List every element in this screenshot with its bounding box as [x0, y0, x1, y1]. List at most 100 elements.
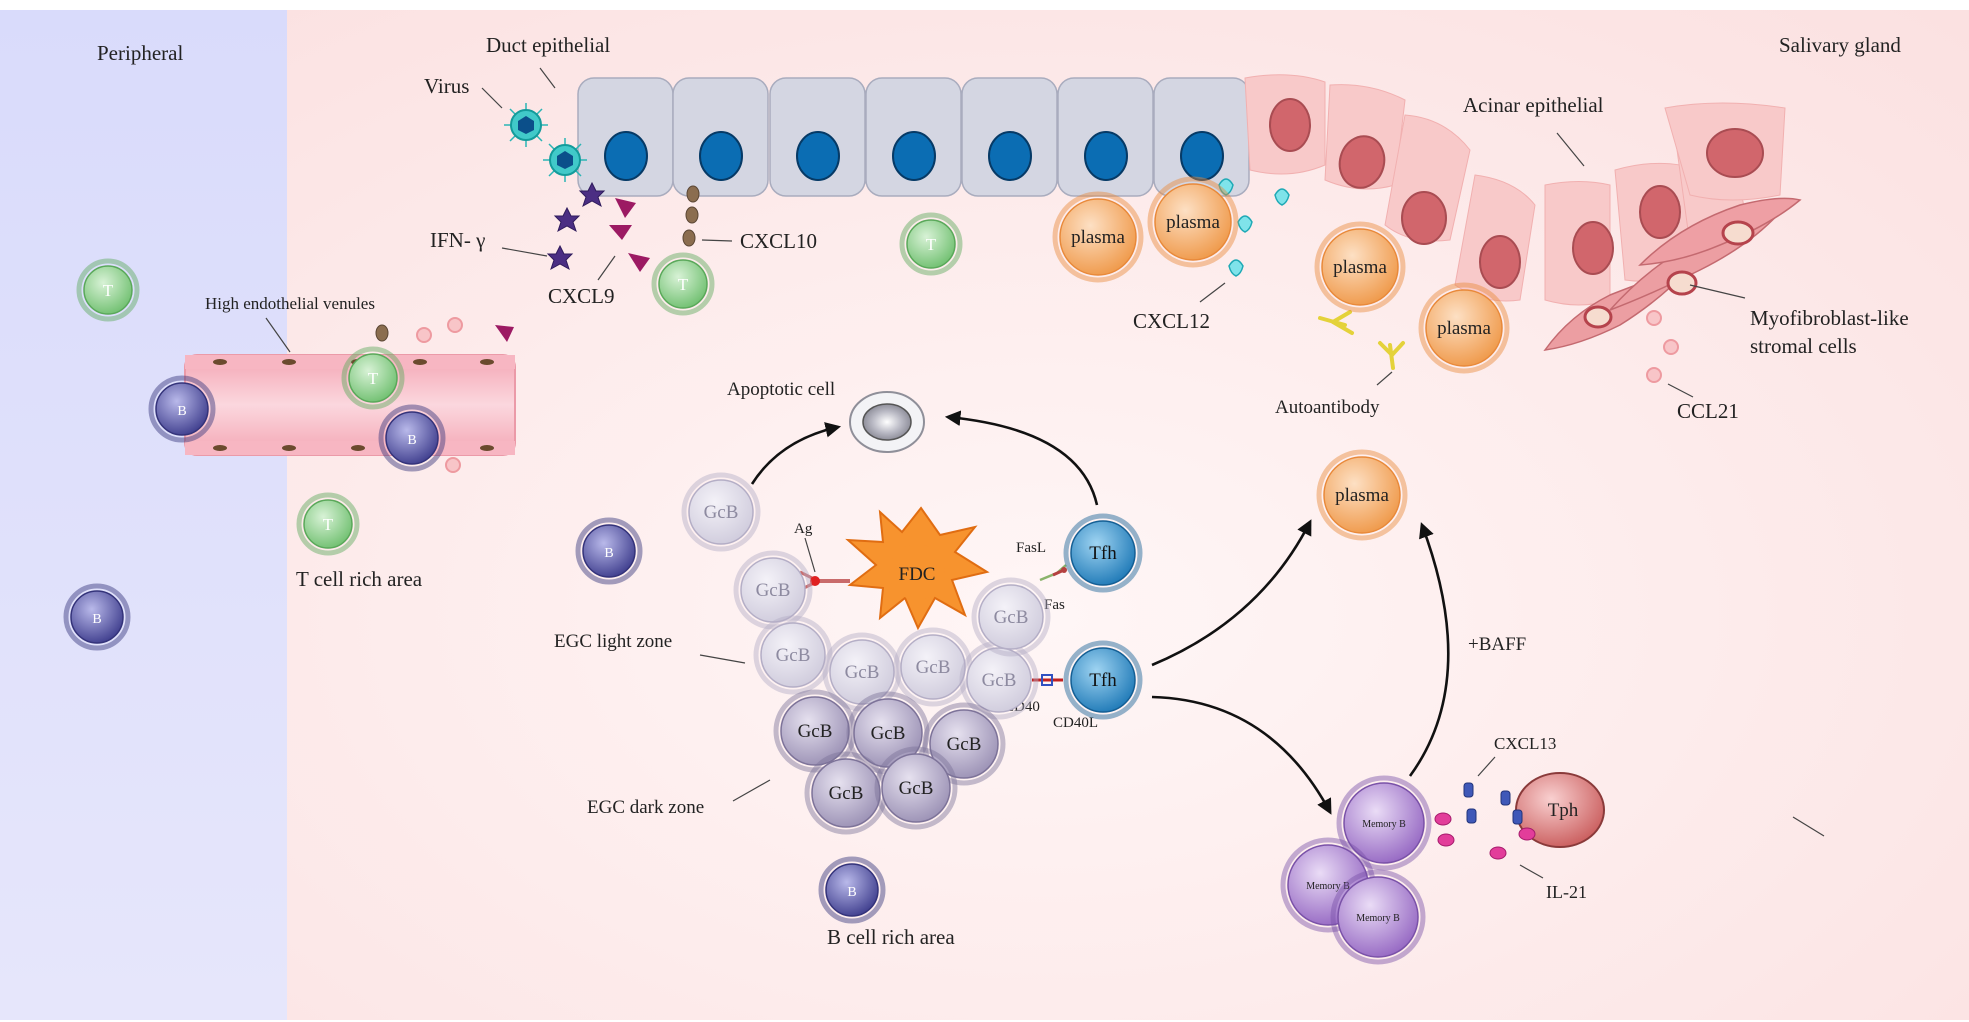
cxcl10-molecules [375, 185, 700, 342]
cd40-cd40l-interaction [1032, 674, 1063, 686]
gcb-light-cell-label: GcB [982, 670, 1017, 691]
b-cell: B [378, 404, 446, 472]
venule-dot [413, 359, 427, 365]
peripheral-label: Peripheral [97, 41, 183, 65]
venule-dot [282, 445, 296, 451]
memory-b-cell-label: Memory B [1362, 819, 1406, 830]
gcb-light-cell: GcB [959, 640, 1039, 720]
b-cell-rich-area-label: B cell rich area [827, 925, 955, 949]
cd40l-label: CD40L [1053, 715, 1098, 731]
plasma-cell-label: plasma [1071, 227, 1125, 248]
b-cell: B [148, 375, 216, 443]
gcb-light-cell-label: GcB [704, 502, 739, 523]
b-cell-label: B [604, 546, 613, 561]
plasma-cell: plasma [1314, 221, 1406, 313]
gcb-dark-cell-label: GcB [947, 734, 982, 755]
ifn-gamma-molecules [546, 181, 606, 271]
t-cell-label: T [103, 281, 114, 300]
virus-label: Virus [424, 74, 469, 98]
gcb-dark-cell-label: GcB [899, 778, 934, 799]
acinar-epithelial-label: Acinar epithelial [1463, 93, 1604, 117]
plasma-cell-label: plasma [1437, 318, 1491, 339]
t-cell: T [651, 252, 715, 316]
duct-cell-nucleus [1180, 131, 1224, 181]
apoptotic-cell-label: Apoptotic cell [727, 379, 835, 400]
ccl21-leader [1667, 383, 1694, 398]
t-cell: T [899, 212, 963, 276]
memory-b-cell: Memory B [1336, 775, 1432, 871]
tfh-to-apoptotic-arrow [944, 410, 1099, 506]
gcb-light-cell-label: GcB [916, 657, 951, 678]
plasma-cell: plasma [1147, 176, 1239, 268]
ag-leader [804, 537, 816, 573]
cxcl9-label: CXCL9 [548, 284, 615, 308]
tfh-cell: Tfh [1063, 640, 1143, 720]
ifn-gamma-leader [501, 247, 548, 257]
ifn-gamma-label: IFN- γ [430, 228, 485, 252]
egc-dark-zone-leader [732, 779, 771, 802]
apoptotic-cell [849, 391, 925, 453]
b-cell: B [818, 856, 886, 924]
duct-epithelium [577, 77, 1250, 197]
cxcl12-label: CXCL12 [1133, 309, 1210, 333]
gcb-to-apoptotic-arrow [750, 422, 842, 485]
baff-label: +BAFF [1468, 634, 1526, 655]
virus-particles [504, 103, 587, 182]
duct-cell-nucleus [796, 131, 840, 181]
stray-leader [1792, 816, 1825, 837]
venule-chemokines [416, 317, 463, 473]
autoantibody-label: Autoantibody [1275, 397, 1380, 418]
tfh-cell: Tfh [1063, 513, 1143, 593]
b-cell-label: B [847, 885, 856, 900]
venule-dot [480, 359, 494, 365]
plasma-cell: plasma [1316, 449, 1408, 541]
t-cell-label: T [323, 515, 334, 534]
hev-label: High endothelial venules [205, 294, 375, 313]
peripheral-region [0, 10, 287, 1020]
memory-b-cell-label: Memory B [1306, 881, 1350, 892]
gcb-light-cell: GcB [733, 550, 813, 630]
plasma-cell: plasma [1052, 191, 1144, 283]
gcb-dark-cell: GcB [773, 689, 857, 773]
cxcl10-leader [701, 239, 733, 242]
gcb-light-cell: GcB [893, 627, 973, 707]
fdc-cell: FDC [845, 506, 990, 631]
tph-cell-label: Tph [1548, 800, 1579, 821]
plasma-cell: plasma [1418, 282, 1510, 374]
ccl21-molecules [1646, 310, 1679, 383]
duct-cell-nucleus [892, 131, 936, 181]
ag-label: Ag [794, 521, 813, 537]
salivary-gland-label: Salivary gland [1779, 33, 1901, 57]
b-cell-label: B [92, 612, 101, 627]
acinar-epithelial-leader [1556, 132, 1585, 167]
cxcl13-molecules [1463, 782, 1523, 825]
acinar-epithelium [1244, 74, 1786, 306]
gcb-dark-cell: GcB [874, 746, 958, 830]
cxcl13-leader [1477, 756, 1496, 777]
venule-dot [213, 445, 227, 451]
plasma-cell-label: plasma [1333, 257, 1387, 278]
t-cell: T [76, 258, 140, 322]
gcb-light-cell-label: GcB [776, 645, 811, 666]
gcb-dark-cell-label: GcB [871, 723, 906, 744]
tfh-to-plasma-arrow [1151, 519, 1312, 667]
ccl21-label: CCL21 [1677, 399, 1739, 423]
b-cell-label: B [407, 433, 416, 448]
il21-molecules [1434, 812, 1536, 860]
gcb-light-cell: GcB [753, 615, 833, 695]
duct-cell-nucleus [1084, 131, 1128, 181]
t-cell: T [296, 492, 360, 556]
cxcl10-label: CXCL10 [740, 229, 817, 253]
duct-cell-nucleus [699, 131, 743, 181]
memory-to-plasma-arrow [1408, 522, 1450, 777]
duct-cell-nucleus [988, 131, 1032, 181]
hev-leader [265, 317, 291, 353]
duct-epithelial-label: Duct epithelial [486, 33, 610, 57]
plasma-cell-label: plasma [1166, 212, 1220, 233]
myofibroblast-label-1: Myofibroblast-like [1750, 306, 1909, 330]
fas-fasl-interaction [1039, 564, 1067, 582]
egc-light-zone-label: EGC light zone [554, 631, 672, 652]
t-cell: T [341, 346, 405, 410]
autoantibody-molecules [1318, 310, 1405, 370]
b-cell: B [63, 583, 131, 651]
